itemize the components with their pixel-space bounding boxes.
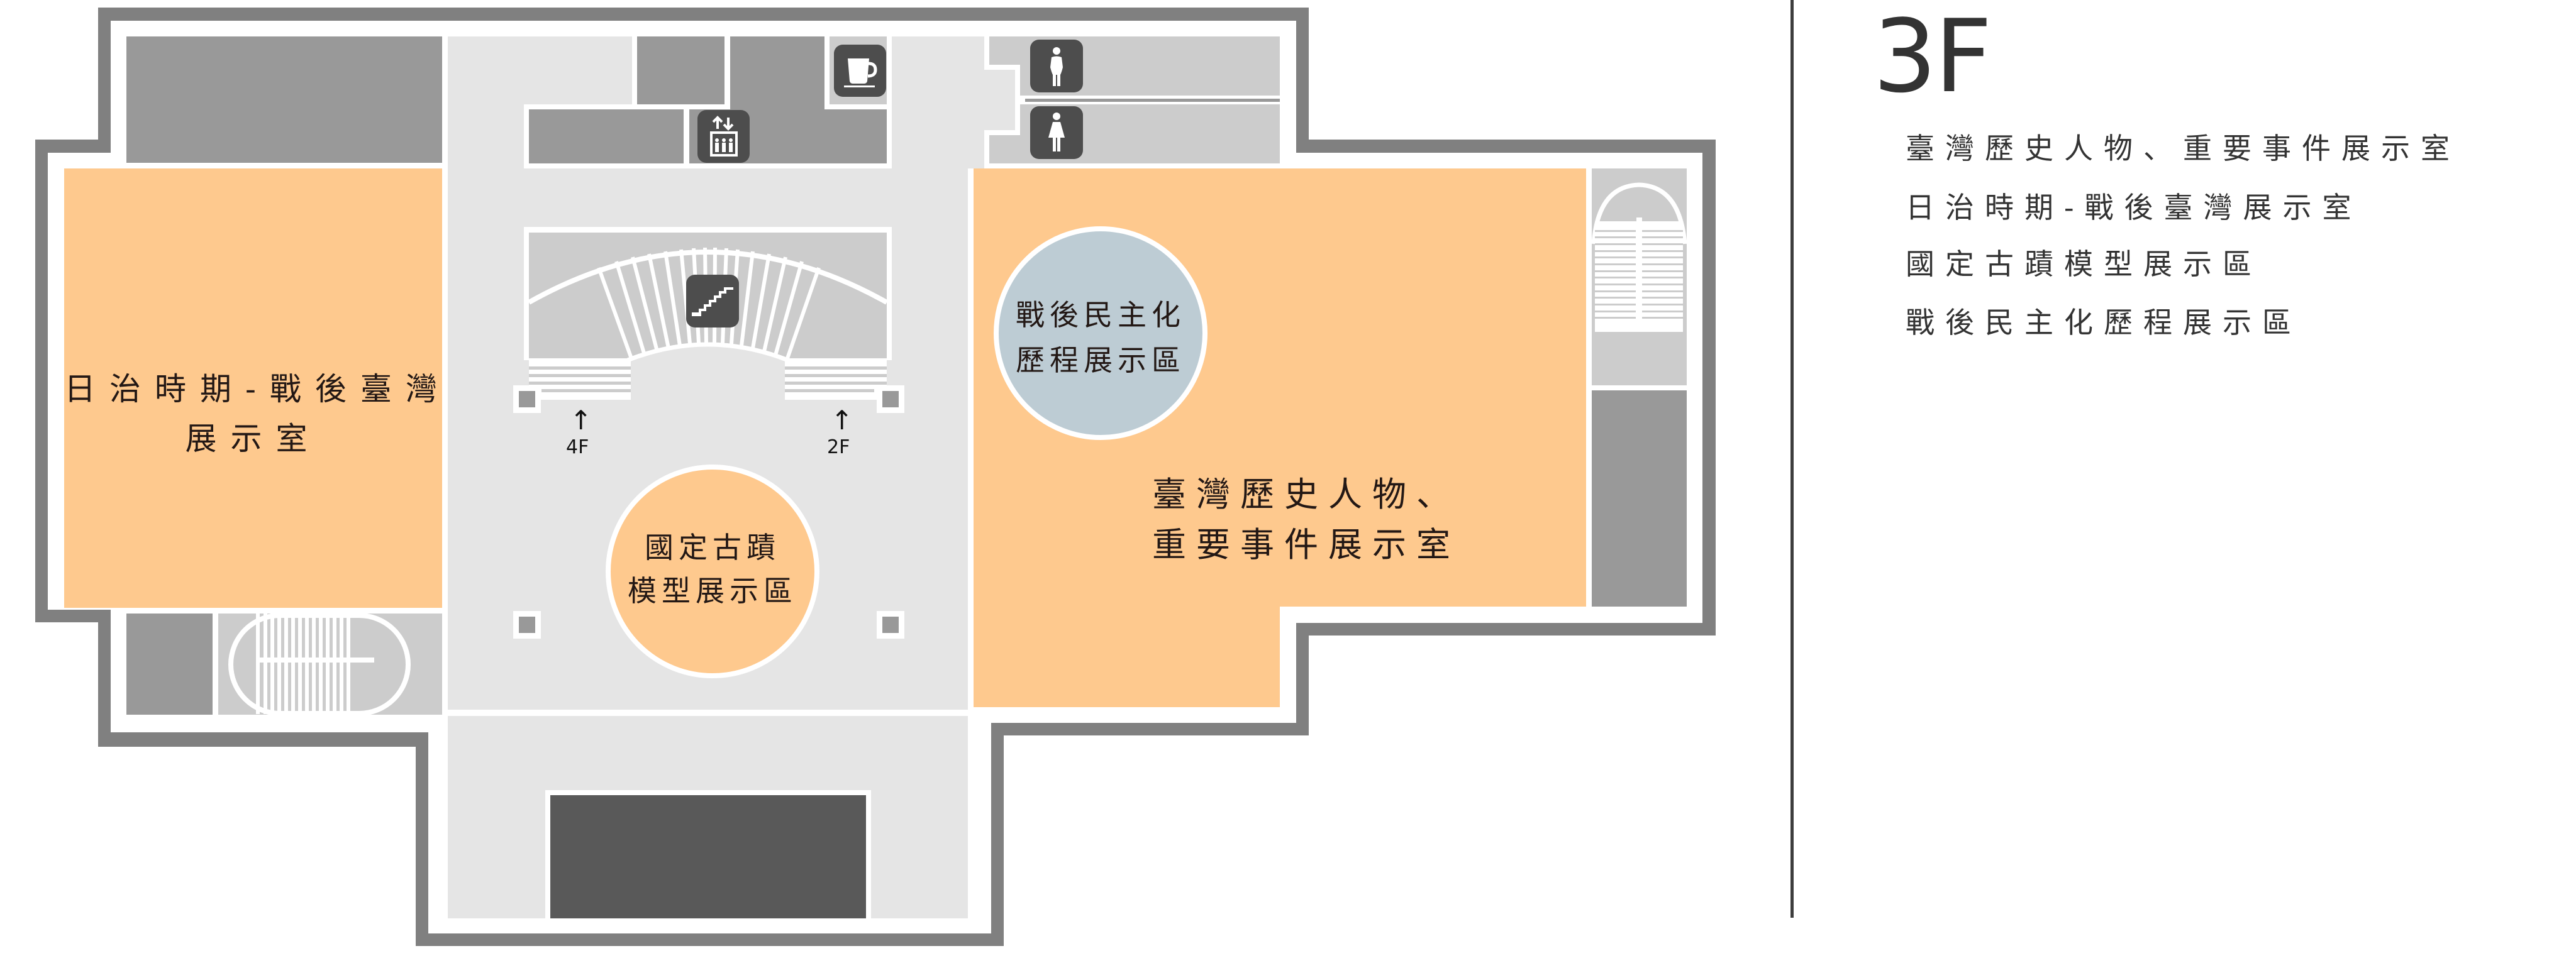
service-room	[529, 109, 684, 163]
outer-wall-bottom	[416, 933, 1004, 946]
outer-wall	[98, 732, 428, 747]
legend-item-historical-figures[interactable]: 臺灣歷史人物、重要事件展示室	[1906, 131, 2460, 165]
restroom-notch	[984, 130, 1020, 135]
room-japanese-era-label-1: 日治時期-戰後臺灣	[64, 371, 451, 407]
legend-item-monument-models[interactable]: 國定古蹟模型展示區	[1906, 247, 2262, 281]
zone-democratization-label-2: 歷程展示區	[1016, 343, 1185, 377]
room-japanese-era-label-2: 展示室	[185, 421, 321, 457]
storage-room-bottom-left	[126, 614, 213, 715]
pillar	[877, 385, 904, 413]
stairwell-bottom-left	[218, 614, 442, 715]
restroom-notch	[984, 65, 1020, 70]
room-historical-figures-ext	[974, 603, 1280, 707]
legend-divider	[1790, 0, 1794, 918]
outer-wall	[991, 729, 1004, 946]
storage-room-top-left	[126, 36, 442, 163]
service-room	[637, 36, 724, 104]
room-japanese-era[interactable]	[64, 168, 442, 608]
closed-area	[550, 795, 866, 918]
zone-monument-models-label-1: 國定古蹟	[645, 531, 780, 564]
outer-wall	[35, 140, 111, 153]
zone-democratization-label-1: 戰後民主化	[1016, 298, 1185, 332]
outer-wall	[991, 723, 1309, 735]
floor-map: 日治時期-戰後臺灣 展示室	[35, 8, 1716, 946]
outer-wall	[35, 610, 111, 622]
pillar	[877, 611, 904, 639]
floor-title: 3F	[1873, 0, 1992, 115]
outer-wall	[98, 610, 111, 747]
outer-wall-top-left	[98, 8, 1309, 21]
male-restroom-icon[interactable]	[1030, 40, 1083, 92]
restroom-divider	[1025, 99, 1280, 102]
storage-room-right	[1592, 390, 1687, 607]
zone-monument-models[interactable]	[606, 465, 819, 678]
legend-item-democratization[interactable]: 戰後民主化歷程展示區	[1906, 305, 2302, 339]
stair-label-4f[interactable]: 4F	[566, 436, 589, 458]
outer-wall	[35, 140, 48, 622]
outer-wall	[1296, 623, 1309, 735]
service-room	[758, 109, 887, 163]
outer-wall	[1296, 8, 1309, 153]
stairwell-right-steps	[1592, 182, 1687, 385]
room-historical-figures-label-1: 臺灣歷史人物、	[1152, 475, 1460, 514]
escalator-icon[interactable]	[686, 275, 739, 327]
corridor-notch-fill	[984, 70, 1015, 130]
outer-wall	[98, 8, 111, 153]
up-arrow-2f: ↑	[831, 405, 853, 436]
room-historical-figures-label-2: 重要事件展示室	[1152, 525, 1460, 564]
pillar	[513, 385, 541, 413]
legend-item-japanese-era[interactable]: 日治時期-戰後臺灣展示室	[1906, 190, 2362, 224]
zone-democratization[interactable]	[994, 226, 1208, 440]
cafe-icon[interactable]	[834, 45, 886, 97]
elevator-icon[interactable]	[697, 110, 750, 163]
pillar	[513, 611, 541, 639]
corridor-divider	[448, 710, 968, 716]
outer-wall	[1296, 140, 1716, 153]
female-restroom-icon[interactable]	[1030, 106, 1083, 159]
zone-monument-models-label-2: 模型展示區	[628, 574, 797, 608]
outer-wall	[1702, 140, 1716, 636]
restroom-notch	[1015, 65, 1020, 135]
outer-wall	[416, 732, 428, 946]
up-arrow-4f: ↑	[570, 405, 592, 436]
stairs-oval-icon	[228, 614, 411, 715]
stair-label-2f[interactable]: 2F	[827, 436, 850, 458]
outer-wall	[1296, 623, 1716, 636]
corridor-to-restrooms	[892, 36, 986, 168]
